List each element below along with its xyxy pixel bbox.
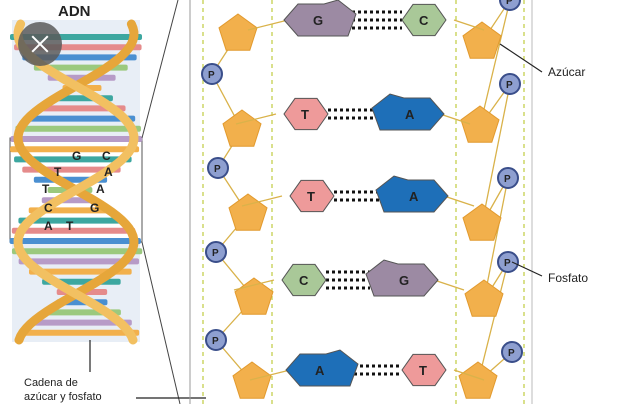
base-stalk-left: [235, 113, 277, 125]
base-stalk-right: [453, 369, 485, 381]
overview-base-right: T: [66, 219, 74, 233]
phosphate-right: [497, 251, 519, 273]
base-A: [285, 349, 359, 387]
sugar-right: [462, 203, 502, 241]
phosphate-right: [497, 167, 519, 189]
sugar-left: [234, 277, 274, 315]
base-G: [283, 0, 357, 37]
base-letter-G: G: [313, 13, 323, 28]
base-stalk-right: [443, 195, 475, 207]
base-stalk-left: [233, 279, 275, 291]
phosphate-right: [499, 0, 521, 11]
backbone-right: P P P P P: [458, 0, 523, 399]
helix-rung: [24, 115, 136, 122]
helix-rung: [10, 136, 143, 142]
helix-strand-b: [13, 19, 139, 345]
base-A: [371, 93, 445, 131]
backbone-left: P P P P: [201, 13, 274, 399]
overview-base-right: G: [90, 201, 99, 215]
phosphate-left: [205, 241, 227, 263]
base-T: [283, 97, 329, 131]
phosphate-letter-right: P: [504, 258, 511, 269]
base-letter-T: T: [307, 189, 315, 204]
detail-panel: P P P P P P P P P G C T A T A C G A T Azúcar Fosfato: [189, 0, 588, 404]
overview-base-right: C: [102, 149, 111, 163]
overview-base-left: A: [44, 219, 53, 233]
close-button[interactable]: [18, 22, 62, 66]
helix-rung: [9, 146, 140, 153]
sugar-right: [460, 105, 500, 143]
helix-rung: [11, 248, 143, 255]
label-phosphate: Fosfato: [548, 271, 588, 285]
phosphate-letter-right: P: [506, 80, 513, 91]
phosphate-left: [205, 329, 227, 351]
helix-rung: [14, 156, 132, 163]
base-C: [401, 3, 447, 37]
zoom-line-bottom: [141, 241, 181, 404]
helix-rung: [9, 238, 141, 244]
dashed-guides: [202, 0, 525, 404]
label-sugar: Azúcar: [548, 65, 585, 79]
base-letter-C: C: [419, 13, 429, 28]
overview-base-left: G: [72, 149, 81, 163]
phosphate-letter-right: P: [508, 348, 515, 359]
phosphate-letter-left: P: [214, 164, 221, 175]
base-G: [365, 259, 439, 297]
overview-base-right: A: [96, 182, 105, 196]
backbone-link-right: [476, 0, 513, 384]
helix-rung: [18, 217, 126, 224]
base-T: [289, 179, 335, 213]
base-stalk-left: [249, 369, 291, 381]
base-stalk-left: [241, 195, 283, 207]
sugar-right: [462, 21, 502, 59]
phosphate-letter-left: P: [212, 336, 219, 347]
base-letter-A: A: [409, 189, 419, 204]
base-letter-A: A: [405, 107, 415, 122]
base-letter-T: T: [301, 107, 309, 122]
overview-base-left: C: [44, 201, 53, 215]
base-stalk-right: [439, 113, 471, 125]
zoom-line-top: [141, 0, 179, 139]
phosphate-right: [499, 73, 521, 95]
helix-rung: [15, 125, 141, 132]
sugar-right: [464, 279, 504, 317]
base-A: [375, 175, 449, 213]
base-pairs: G C T A T A C G A T: [233, 0, 485, 387]
base-letter-C: C: [299, 273, 309, 288]
base-letter-A: A: [315, 363, 325, 378]
phosphate-right: [501, 341, 523, 363]
helix-rung: [18, 329, 140, 336]
helix-strand-a: [13, 19, 139, 345]
phosphate-letter-right: P: [506, 0, 513, 7]
sugar-left: [222, 109, 262, 147]
label-chain-line2: azúcar y fosfato: [24, 391, 102, 403]
phosphate-pointer: [511, 261, 543, 277]
phosphate-left: [207, 157, 229, 179]
overview-base-left: T: [42, 182, 50, 196]
base-stalk-right: [433, 279, 465, 291]
base-C: [281, 263, 327, 297]
base-letter-T: T: [419, 363, 427, 378]
phosphate-letter-left: P: [212, 248, 219, 259]
helix-rung: [18, 258, 140, 265]
helix-rung: [28, 319, 132, 326]
title-adn: ADN: [58, 3, 91, 20]
base-T: [401, 353, 447, 387]
sugar-left: [218, 13, 258, 51]
base-stalk-left: [247, 19, 289, 31]
label-chain-line1: Cadena de: [24, 377, 78, 389]
sugar-pointer: [499, 43, 543, 73]
overview-base-right: A: [104, 165, 113, 179]
phosphate-letter-left: P: [208, 70, 215, 81]
base-letter-G: G: [399, 273, 409, 288]
base-stalk-right: [453, 19, 485, 31]
phosphate-letter-right: P: [504, 174, 511, 185]
sugar-left: [228, 193, 268, 231]
sugar-right: [458, 361, 498, 399]
overview-base-left: T: [54, 165, 62, 179]
phosphate-left: [201, 63, 223, 85]
helix-rung: [11, 227, 136, 234]
